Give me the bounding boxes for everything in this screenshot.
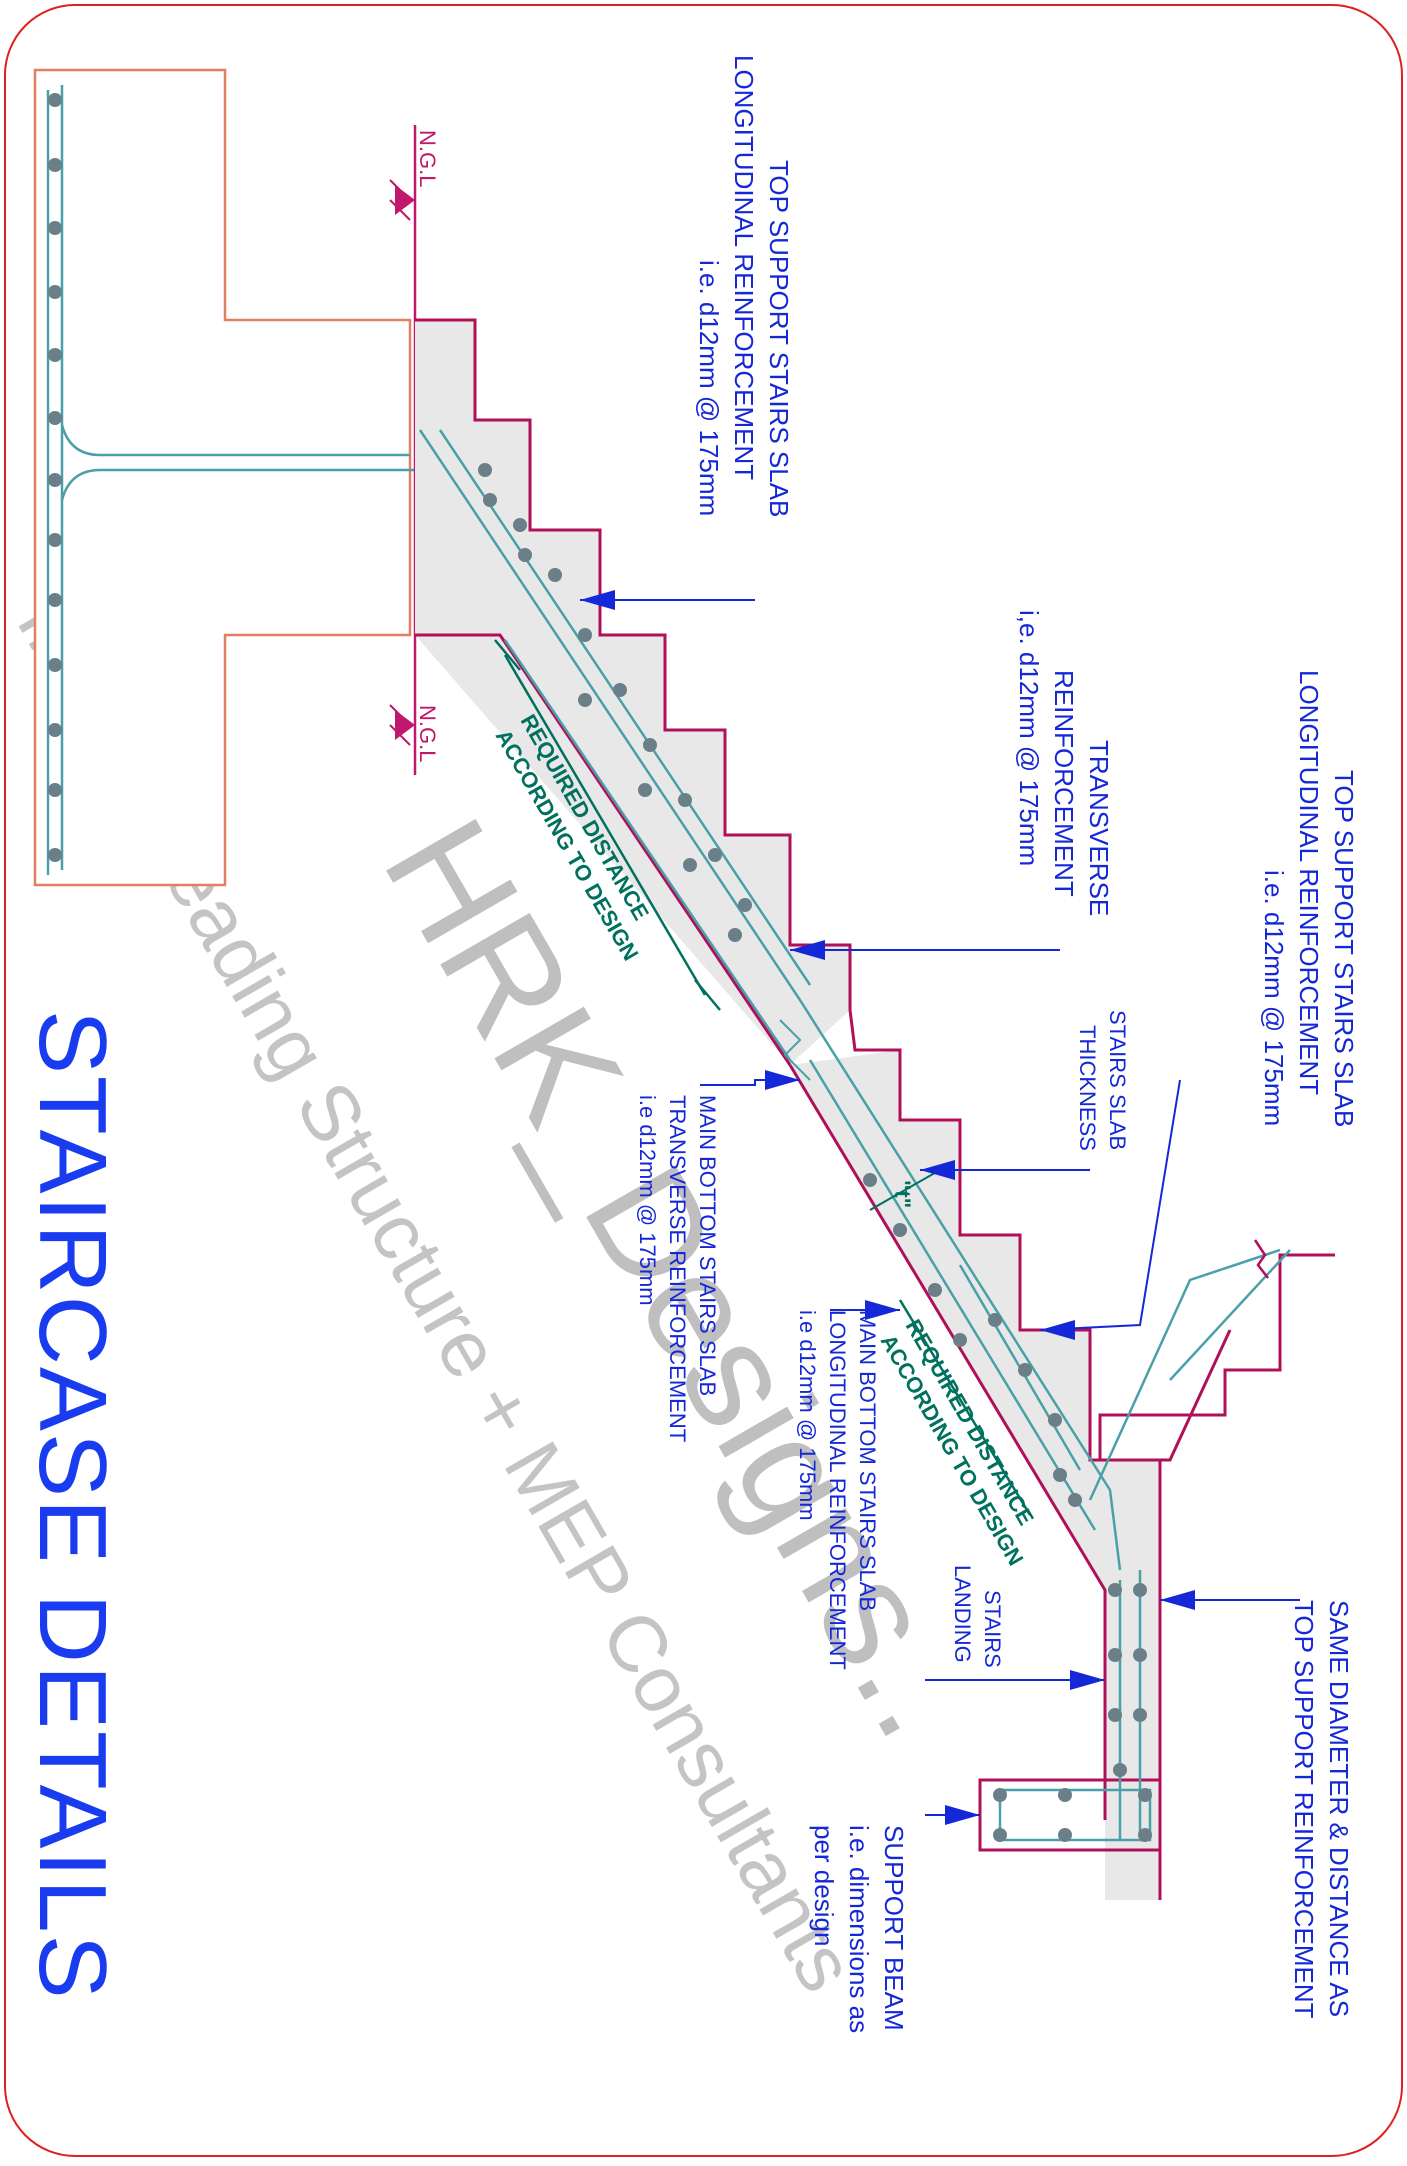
annotation-top-support-1: TOP SUPPORT STAIRS SLAB LONGITUDINAL REI… — [694, 55, 794, 517]
wall-bar-dots — [48, 93, 62, 862]
annotation-same-diameter: SAME DIAMETER & DISTANCE AS TOP SUPPORT … — [1289, 1600, 1354, 2019]
annotation-slab-thickness: STAIRS SLAB THICKNESS — [1075, 1010, 1130, 1151]
annotation-main-bottom-transverse: MAIN BOTTOM STAIRS SLAB TRANSVERSE REINF… — [635, 1095, 720, 1442]
top-support-1-line2: LONGITUDINAL REINFORCEMENT — [729, 55, 759, 480]
same-diameter-line1: SAME DIAMETER & DISTANCE AS — [1324, 1600, 1354, 2017]
stairs-landing-line2: LANDING — [950, 1565, 975, 1663]
transverse-line3: i,e. d12mm @ 175mm — [1014, 610, 1044, 866]
annotation-top-support-2: TOP SUPPORT STAIRS SLAB LONGITUDINAL REI… — [1259, 670, 1359, 1127]
main-bottom-transverse-line3: i.e d12mm @ 175mm — [635, 1095, 660, 1306]
slab-thickness-line1: STAIRS SLAB — [1105, 1010, 1130, 1150]
flight-bar-dots — [478, 463, 1147, 1777]
annotation-main-bottom-longitudinal: MAIN BOTTOM STAIRS SLAB LONGITUDINAL REI… — [795, 1310, 880, 1670]
ngl-label-bottom: N.G.L — [415, 705, 440, 762]
main-bottom-transverse-line1: MAIN BOTTOM STAIRS SLAB — [695, 1095, 720, 1396]
top-support-2-line2: LONGITUDINAL REINFORCEMENT — [1294, 670, 1324, 1095]
main-bottom-longitudinal-line1: MAIN BOTTOM STAIRS SLAB — [855, 1310, 880, 1611]
annotation-transverse: TRANSVERSE REINFORCEMENT i,e. d12mm @ 17… — [1014, 610, 1114, 916]
main-bottom-longitudinal-line3: i.e d12mm @ 175mm — [795, 1310, 820, 1521]
stairs-landing-line1: STAIRS — [980, 1590, 1005, 1668]
upper-landing — [1088, 1239, 1335, 1501]
support-beam — [978, 1570, 1162, 1852]
annotation-support-beam: SUPPORT BEAM i.e. dimensions as per desi… — [809, 1825, 909, 2033]
main-bottom-transverse-line2: TRANSVERSE REINFORCEMENT — [665, 1095, 690, 1442]
top-support-1-line1: TOP SUPPORT STAIRS SLAB — [764, 160, 794, 517]
transverse-line1: TRANSVERSE — [1084, 740, 1114, 916]
thickness-marker: "t" — [869, 1169, 941, 1211]
transverse-line2: REINFORCEMENT — [1049, 670, 1079, 897]
annotation-stairs-landing: STAIRS LANDING — [950, 1565, 1005, 1668]
top-support-2-line1: TOP SUPPORT STAIRS SLAB — [1329, 770, 1359, 1127]
top-support-1-line3: i.e. d12mm @ 175mm — [694, 260, 724, 516]
slab-thickness-line2: THICKNESS — [1075, 1025, 1100, 1151]
thickness-symbol: "t" — [890, 1180, 915, 1208]
same-diameter-line2: TOP SUPPORT REINFORCEMENT — [1289, 1600, 1319, 2019]
support-beam-line2: i.e. dimensions as — [844, 1825, 874, 2033]
wall-section — [33, 68, 460, 887]
drawing-title: STAIRCASE DETAILS — [19, 1010, 126, 2001]
top-support-2-line3: i.e. d12mm @ 175mm — [1259, 870, 1289, 1126]
support-beam-line3: per design — [809, 1825, 839, 1946]
leaders — [580, 590, 1300, 1825]
stair-flight-upper — [415, 318, 852, 1066]
main-bottom-longitudinal-line2: LONGITUDINAL REINFORCEMENT — [825, 1310, 850, 1670]
ngl-label-top: N.G.L — [415, 130, 440, 187]
stair-flight-lower — [788, 999, 1162, 1900]
break-line — [779, 1019, 811, 1081]
support-beam-line1: SUPPORT BEAM — [879, 1825, 909, 2031]
